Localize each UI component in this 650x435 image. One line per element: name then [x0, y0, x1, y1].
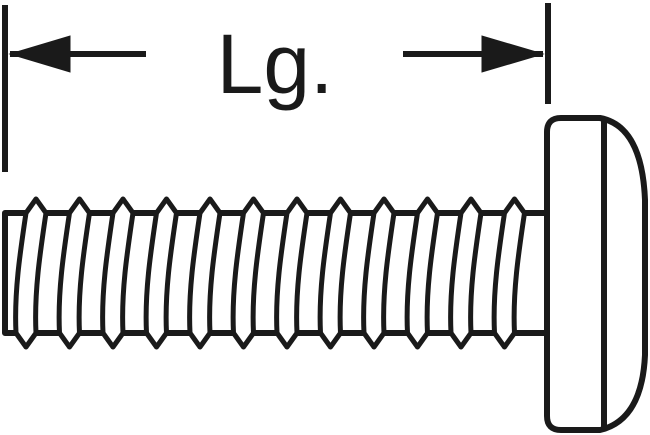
thread-crest	[143, 196, 179, 350]
thread-crest	[317, 196, 353, 350]
thread-crest	[187, 196, 223, 350]
thread-crests	[13, 196, 527, 350]
thread-crest	[13, 196, 49, 350]
length-label: Lg.	[217, 17, 334, 111]
thread-crest	[361, 196, 397, 350]
thread-crest	[274, 196, 310, 350]
thread-crest	[230, 196, 266, 350]
arrow-left-icon	[8, 35, 71, 73]
thread-crest	[100, 196, 136, 350]
thread-crest	[448, 196, 484, 350]
screw-head	[544, 115, 648, 433]
thread-crest	[491, 196, 527, 350]
arrow-right-icon	[481, 35, 545, 73]
thread-crest	[56, 196, 92, 350]
thread-crest	[404, 196, 440, 350]
length-dimension	[2, 3, 551, 172]
pan-head-slotted-screw-icon	[2, 115, 648, 433]
